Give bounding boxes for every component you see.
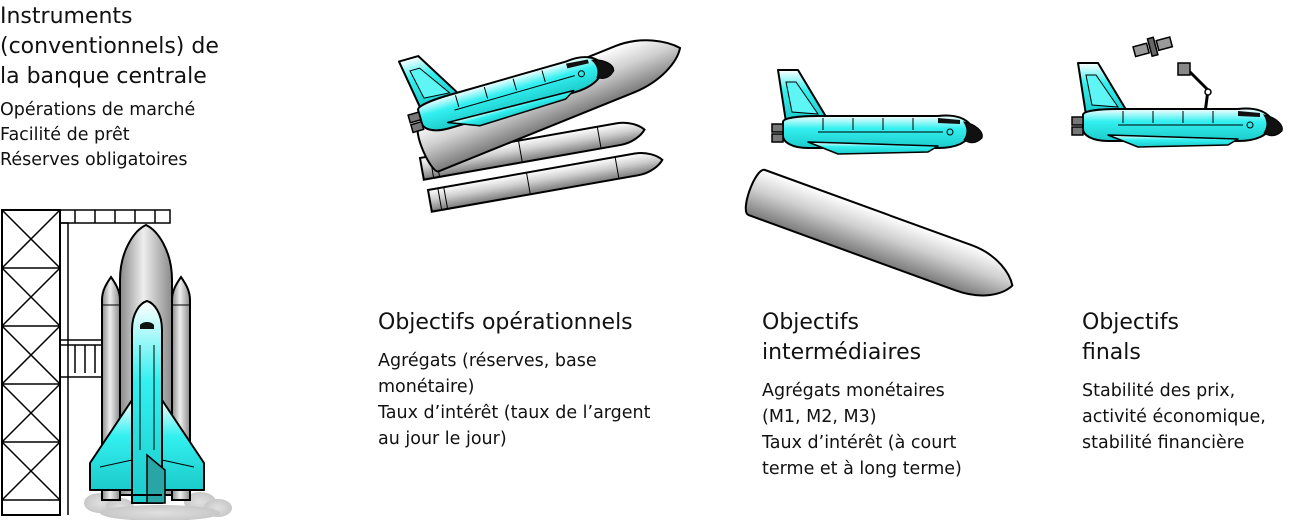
column-title: Objectifs intermédiaires xyxy=(762,308,1022,368)
instrument-item: Réserves obligatoires xyxy=(0,148,300,173)
column-item: Stabilité des prix, activité économique,… xyxy=(1082,378,1300,456)
shuttle-in-orbit-with-satellite-icon xyxy=(1060,35,1300,175)
instruments-block: Instruments (conventionnels) de la banqu… xyxy=(0,2,300,173)
shuttle-separated-tank-icon xyxy=(760,55,1040,285)
column-item: Taux d’intérêt (à court terme et à long … xyxy=(762,430,1022,482)
column-intermediate: Objectifs intermédiaires Agrégats monéta… xyxy=(762,308,1022,482)
shuttle-with-tank-icon xyxy=(380,40,680,220)
launch-pad-shuttle-icon xyxy=(0,205,260,520)
instrument-item: Opérations de marché xyxy=(0,98,300,123)
column-final: Objectifs finals Stabilité des prix, act… xyxy=(1082,308,1300,456)
column-item: Agrégats (réserves, base monétaire) xyxy=(378,348,718,400)
column-operational: Objectifs opérationnels Agrégats (réserv… xyxy=(378,308,718,452)
column-title: Objectifs finals xyxy=(1082,308,1300,368)
instrument-item: Facilité de prêt xyxy=(0,123,300,148)
column-title: Objectifs opérationnels xyxy=(378,308,718,338)
column-item: Taux d’intérêt (taux de l’argent au jour… xyxy=(378,400,718,452)
column-item: Agrégats monétaires (M1, M2, M3) xyxy=(762,378,1022,430)
instruments-list: Opérations de marché Facilité de prêt Ré… xyxy=(0,98,300,173)
instruments-title: Instruments (conventionnels) de la banqu… xyxy=(0,2,300,92)
